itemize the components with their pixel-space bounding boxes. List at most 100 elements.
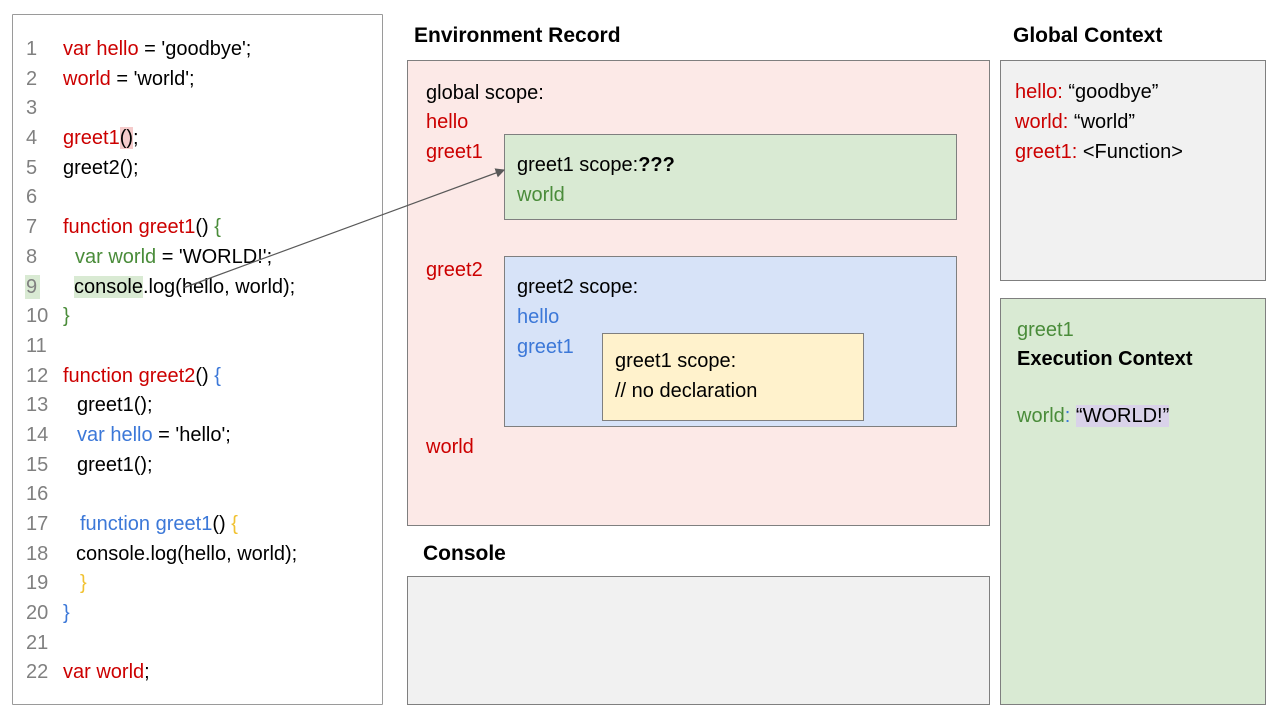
global-context-title: Global Context	[1013, 24, 1163, 47]
code-line: 21	[13, 629, 382, 659]
code-text: console.log(hello, world);	[63, 275, 296, 298]
global-context-entry-hello: hello: “goodbye”	[1015, 79, 1158, 105]
code-token: var hello	[63, 38, 139, 60]
global-context-entry-world: world: “world”	[1015, 109, 1135, 135]
entry-value: “world”	[1073, 111, 1136, 133]
code-token: .log(hello, world);	[142, 275, 296, 298]
code-line: 12 function greet2() {	[13, 362, 382, 392]
code-token: function greet2	[63, 364, 196, 387]
code-token: ()	[212, 513, 232, 535]
code-token: {	[214, 364, 221, 387]
code-line: 8 var world = 'WORLD!';	[13, 243, 382, 273]
greet2-scope-var-hello: hello	[517, 306, 560, 328]
code-line: 19}	[13, 569, 382, 599]
code-line: 22 var world;	[13, 658, 382, 688]
code-text: console.log(hello, world);	[63, 543, 297, 565]
code-text: var world = 'WORLD!';	[63, 246, 272, 268]
line-number: 8	[26, 245, 38, 268]
code-line: 3	[13, 94, 382, 124]
line-number: 2	[26, 67, 38, 90]
code-line: 18 console.log(hello, world);	[13, 540, 382, 570]
greet1-scope-title: greet1 scope:???	[517, 152, 675, 178]
line-number: 18	[26, 542, 49, 565]
code-editor-panel: 1 var hello = 'goodbye'; 2 world = 'world';…	[12, 14, 383, 705]
code-token: greet1	[63, 127, 120, 150]
code-text: }	[63, 572, 87, 594]
line-number: 9	[25, 273, 63, 303]
line-number: 6	[26, 186, 38, 209]
var-value: “WORLD!”	[1075, 405, 1170, 427]
global-context-box: hello: “goodbye” world: “world” greet1: …	[1000, 60, 1266, 281]
entry-value: “goodbye”	[1068, 81, 1159, 103]
code-text: function greet1() {	[63, 513, 238, 535]
global-scope-label: global scope:	[426, 82, 544, 104]
greet1-scope-label: greet1 scope:	[517, 154, 639, 176]
code-token: function greet1	[63, 216, 196, 239]
code-token: = 'hello';	[152, 423, 231, 446]
line-number: 12	[26, 364, 49, 387]
global-var-greet1: greet1	[426, 141, 483, 163]
global-scope-box: global scope: hello greet1 greet2 world …	[407, 60, 990, 526]
code-token: greet2();	[63, 156, 139, 179]
code-token: var world	[63, 661, 145, 684]
global-var-hello: hello	[426, 111, 469, 133]
environment-record-title: Environment Record	[414, 24, 621, 47]
global-context-entry-greet1: greet1: <Function>	[1015, 139, 1183, 165]
line-number: 3	[26, 97, 38, 120]
inner-greet1-scope-box: greet1 scope: // no declaration	[602, 333, 864, 421]
code-token: = 'goodbye';	[138, 38, 252, 60]
console-title: Console	[423, 542, 506, 565]
code-token: world	[63, 67, 111, 90]
code-token: }	[63, 602, 70, 625]
code-token: var hello	[77, 423, 153, 446]
code-token: ()	[195, 216, 215, 239]
console-output-box	[407, 576, 990, 705]
code-text: function greet1() {	[63, 216, 221, 238]
entry-value: <Function>	[1082, 141, 1183, 163]
code-token: = 'world';	[110, 67, 195, 90]
greet1-execution-context-box: greet1 Execution Context world: “WORLD!”	[1000, 298, 1266, 705]
line-number: 10	[26, 305, 49, 328]
line-number: 21	[26, 631, 49, 654]
code-line: 1 var hello = 'goodbye';	[13, 35, 382, 65]
code-text: var world;	[63, 661, 150, 683]
code-text: var hello = 'goodbye';	[63, 38, 251, 60]
entry-name: greet1:	[1015, 141, 1078, 163]
execution-context-fn-name: greet1	[1017, 319, 1074, 341]
greet2-scope-label: greet2 scope:	[517, 276, 639, 298]
greet1-scope-unknown: ???	[638, 154, 675, 176]
line-number: 5	[26, 156, 38, 179]
code-token: function greet1	[80, 513, 213, 535]
line-number: 14	[26, 423, 49, 446]
line-number: 22	[26, 661, 49, 684]
code-line: 5 greet2();	[13, 154, 382, 184]
global-var-world: world	[426, 436, 474, 458]
code-token: }	[80, 572, 87, 595]
greet1-scope-var-world: world	[517, 184, 565, 206]
code-line: 6	[13, 183, 382, 213]
code-token: ()	[119, 127, 134, 150]
code-line: 14 var hello = 'hello';	[13, 421, 382, 451]
code-text: }	[63, 305, 70, 327]
code-text: var hello = 'hello';	[63, 424, 231, 446]
var-name: world	[1017, 405, 1065, 427]
code-text: greet1();	[63, 454, 153, 476]
code-text: world = 'world';	[63, 68, 195, 90]
code-token: {	[214, 216, 221, 239]
entry-name: hello:	[1015, 81, 1063, 103]
line-number: 15	[26, 453, 49, 476]
code-token: }	[63, 305, 70, 328]
line-number: 7	[26, 216, 38, 239]
line-number: 1	[26, 38, 38, 60]
code-token: console.log(hello, world);	[76, 542, 298, 565]
code-line: 2 world = 'world';	[13, 65, 382, 95]
code-token: ;	[133, 127, 139, 150]
code-token: greet1();	[77, 394, 153, 417]
code-text: function greet2() {	[63, 365, 221, 387]
execution-context-title: Execution Context	[1017, 348, 1193, 370]
code-text: greet2();	[63, 157, 139, 179]
